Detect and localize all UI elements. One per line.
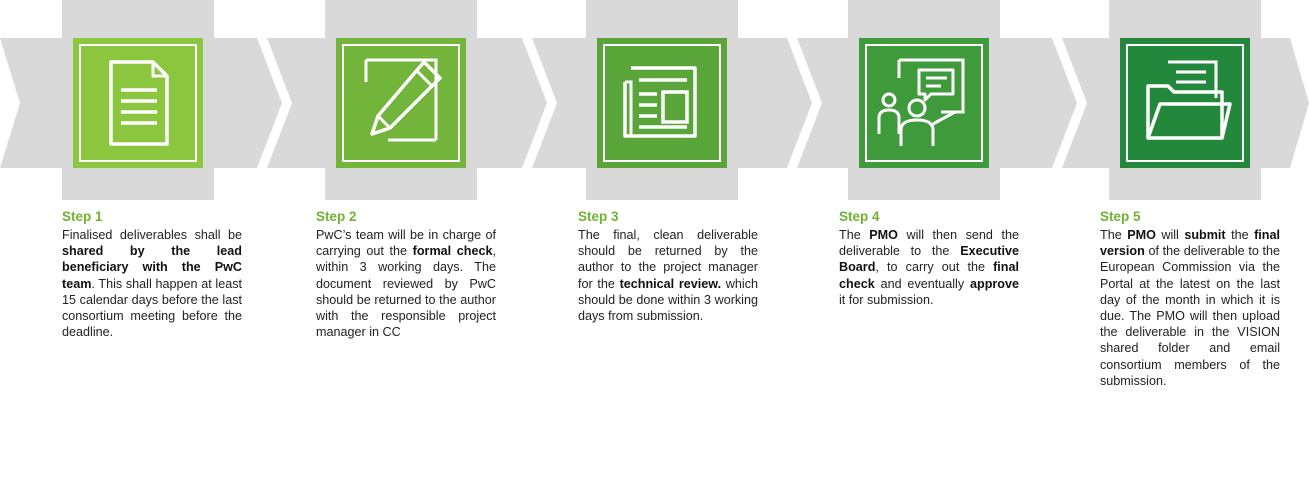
step-4-body-seg: approve (970, 276, 1019, 291)
step-4-icon-box (859, 38, 989, 168)
step-1-body: Finalised deliverables shall be shared b… (62, 227, 242, 340)
step-2-body-seg: , within 3 working days. The document re… (316, 244, 496, 340)
step-5-icon-box (1120, 38, 1250, 168)
step-3-title: Step 3 (578, 209, 619, 224)
pencil-icon (336, 38, 466, 168)
step-3-body: The final, clean deliverable should be r… (578, 227, 758, 324)
step-4-body-seg: and eventually (874, 276, 970, 291)
step-1-body-seg: . This shall happen at least 15 calendar… (62, 276, 242, 340)
step-5-text: Step 5 The PMO will submit the final ver… (1100, 209, 1280, 389)
step-5-title: Step 5 (1100, 209, 1141, 224)
step-2-body-seg: formal check (412, 244, 493, 259)
step-5-body-seg: PMO (1127, 228, 1156, 242)
step-2-title: Step 2 (316, 209, 357, 224)
newspaper-icon (597, 38, 727, 168)
step-5-body: The PMO will submit the final version of… (1100, 227, 1280, 389)
open-folder-icon (1120, 38, 1250, 168)
step-3-body-seg: The final, clean deliverable should be r… (578, 228, 758, 291)
step-4-body-seg: it for submission. (839, 292, 934, 307)
step-3-body-seg: which should be done within 3 working da… (578, 276, 758, 324)
step-4-body: The PMO will then send the deliverable t… (839, 227, 1019, 308)
step-1-title: Step 1 (62, 209, 103, 224)
step-4-body-seg: will then send the deliverable to the (839, 228, 1020, 259)
step-2-body-seg: PwC’s team will be in charge of carrying… (316, 228, 496, 259)
step-4-body-seg: PMO (869, 228, 898, 242)
step-2-text: Step 2 PwC’s team will be in charge of c… (316, 209, 496, 340)
step-5-body-seg: of the deliverable to the European Commi… (1100, 244, 1280, 388)
step-4-text: Step 4 The PMO will then send the delive… (839, 209, 1019, 308)
document-icon (73, 38, 203, 168)
step-3-icon-box (597, 38, 727, 168)
step-1-text: Step 1 Finalised deliverables shall be s… (62, 209, 242, 340)
step-4-body-seg: , to carry out the (875, 260, 994, 275)
step-1-icon-box (73, 38, 203, 168)
step-5-body-seg: final version (1100, 228, 1280, 259)
step-4-body-seg: The (839, 228, 870, 242)
step-3-text: Step 3 The final, clean deliverable shou… (578, 209, 758, 324)
meeting-presentation-icon (859, 38, 989, 168)
step-2-body: PwC’s team will be in charge of carrying… (316, 227, 496, 340)
step-5-body-seg: the (1225, 228, 1255, 242)
step-1-body-seg: shared by the lead beneficiary with the … (62, 244, 242, 291)
step-2-icon-box (336, 38, 466, 168)
step-4-body-seg: Executive Board (839, 244, 1019, 275)
step-5-body-seg: submit (1184, 228, 1226, 242)
step-3-body-seg: technical review. (619, 276, 722, 291)
step-5-body-seg: will (1155, 228, 1185, 242)
step-5-body-seg: The (1100, 228, 1128, 242)
step-4-title: Step 4 (839, 209, 880, 224)
step-4-body-seg: final check (839, 260, 1019, 291)
step-1-body-seg: Finalised deliverables shall be (62, 228, 242, 242)
